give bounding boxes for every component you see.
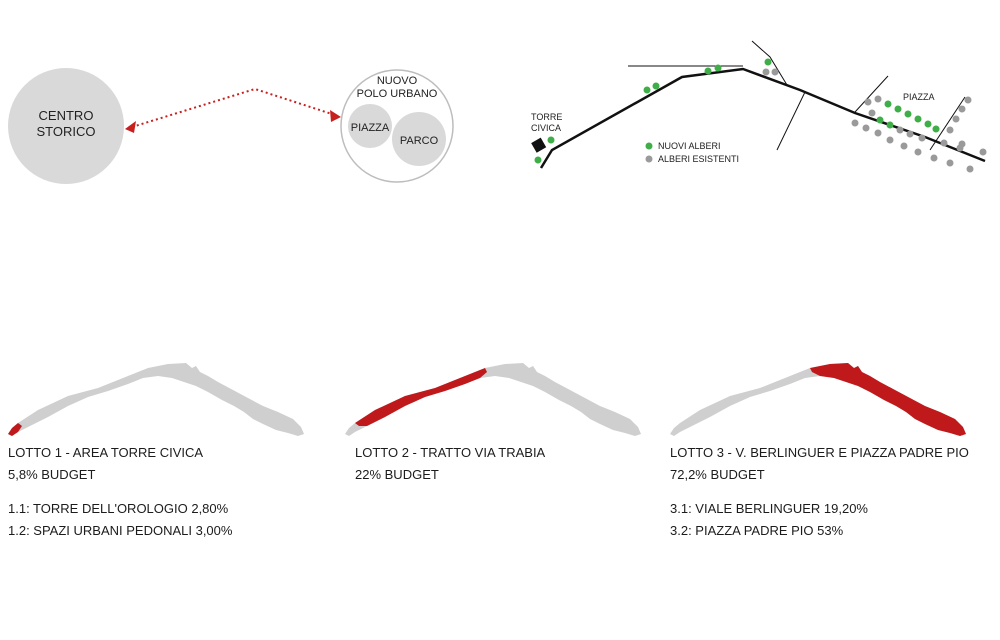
lot1-item-1: 1.1: TORRE DELL'OROLOGIO 2,80% — [8, 501, 229, 516]
lot2-text: LOTTO 2 - TRATTO VIA TRABIA 22% BUDGET — [355, 442, 545, 486]
lot1-highlight — [8, 423, 22, 436]
lot3-text: LOTTO 3 - V. BERLINGUER E PIAZZA PADRE P… — [670, 442, 969, 542]
lot1-item-2: 1.2: SPAZI URBANI PEDONALI 3,00% — [8, 523, 233, 538]
lot2-budget: 22% BUDGET — [355, 467, 439, 482]
lot3-map — [670, 363, 966, 436]
arrowhead-left-icon — [125, 121, 136, 133]
parco-circle — [392, 112, 446, 166]
lot1-title: LOTTO 1 - AREA TORRE CIVICA — [8, 445, 204, 460]
nuovo-polo-line2: POLO URBANO — [356, 88, 438, 100]
nuovo-polo-label: NUOVO POLO URBANO — [347, 75, 447, 101]
lot3-highlight — [810, 363, 966, 436]
legend-new-trees: NUOVI ALBERI — [658, 141, 721, 151]
torre-civica-icon — [531, 137, 547, 153]
torre-civica-line1: TORRE — [531, 112, 563, 122]
torre-civica-line2: CIVICA — [531, 123, 562, 133]
lot1-map — [8, 363, 304, 436]
cross-street-4 — [854, 75, 889, 113]
lot2-highlight — [355, 368, 487, 426]
centro-storico-circle — [8, 68, 124, 184]
cross-street-5 — [929, 96, 966, 151]
lot2-title: LOTTO 2 - TRATTO VIA TRABIA — [355, 445, 546, 460]
centro-storico-line1: CENTRO — [38, 108, 94, 123]
lot1-budget: 5,8% BUDGET — [8, 467, 96, 482]
cross-street-3 — [776, 91, 806, 151]
nuovo-polo-line1: NUOVO — [376, 75, 418, 87]
piazza-label: PIAZZA — [350, 122, 390, 134]
legend-existing-trees: ALBERI ESISTENTI — [658, 154, 740, 164]
lot1-text: LOTTO 1 - AREA TORRE CIVICA 5,8% BUDGET … — [8, 442, 232, 542]
torre-civica-label: TORRE CIVICA — [531, 112, 562, 134]
lot2-map — [345, 363, 641, 436]
arrowhead-right-icon — [330, 110, 341, 122]
parco-label: PARCO — [399, 135, 439, 147]
lot3-item-2: 3.2: PIAZZA PADRE PIO 53% — [670, 523, 844, 538]
centro-storico-label: CENTRO STORICO — [16, 108, 116, 140]
lot3-item-1: 3.1: VIALE BERLINGUER 19,20% — [670, 501, 868, 516]
lot3-title: LOTTO 3 - V. BERLINGUER E PIAZZA PADRE P… — [670, 445, 969, 460]
existing-trees — [645, 68, 987, 173]
new-trees — [534, 58, 940, 164]
piazza-circle — [348, 104, 392, 148]
centro-storico-line2: STORICO — [36, 124, 96, 139]
cross-street-2 — [751, 40, 788, 86]
map-piazza-label: PIAZZA — [903, 92, 935, 102]
lot3-budget: 72,2% BUDGET — [670, 467, 765, 482]
